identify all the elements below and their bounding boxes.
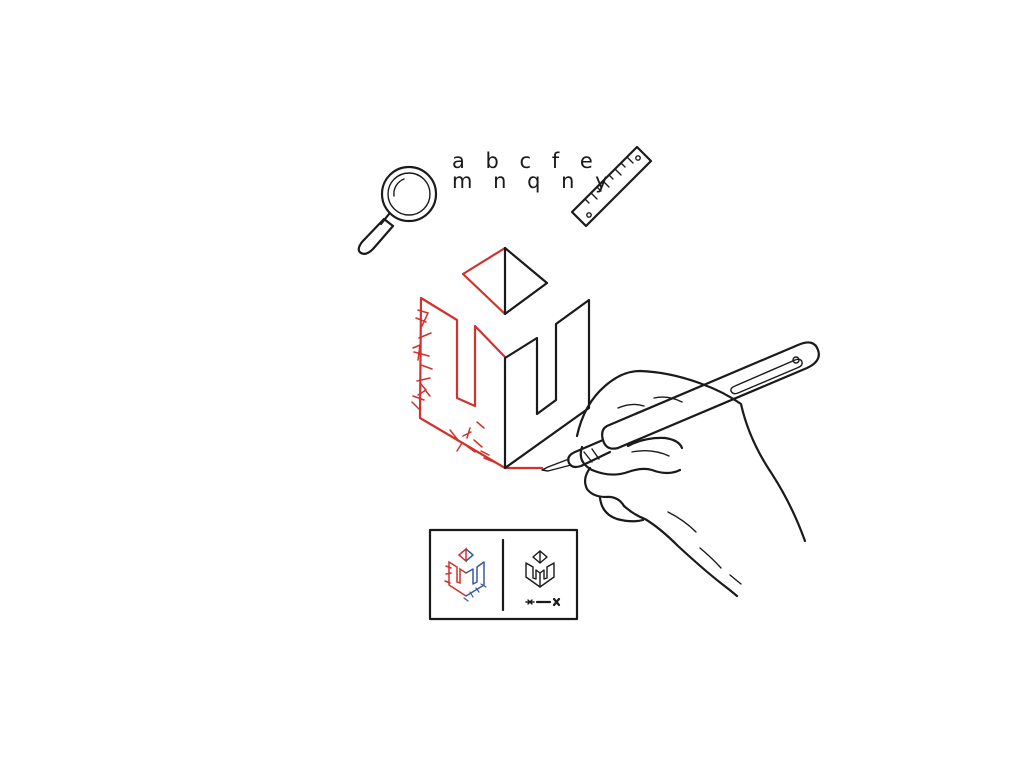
pen-icon: [541, 341, 820, 472]
logo-variants-card: [428, 528, 579, 621]
logo-mark: [411, 246, 591, 470]
letter-specimen: a b c f e m n q n y: [452, 149, 615, 193]
hand-holding-pen: [541, 341, 820, 598]
logo-variant-mono: [525, 550, 561, 607]
letters-row-2: m n q n y: [452, 169, 615, 193]
letters-row-1: a b c f e: [452, 149, 600, 173]
magnifying-glass-icon: [357, 165, 438, 255]
logo-variant-color: [444, 547, 487, 602]
ruler-icon: [570, 145, 653, 228]
